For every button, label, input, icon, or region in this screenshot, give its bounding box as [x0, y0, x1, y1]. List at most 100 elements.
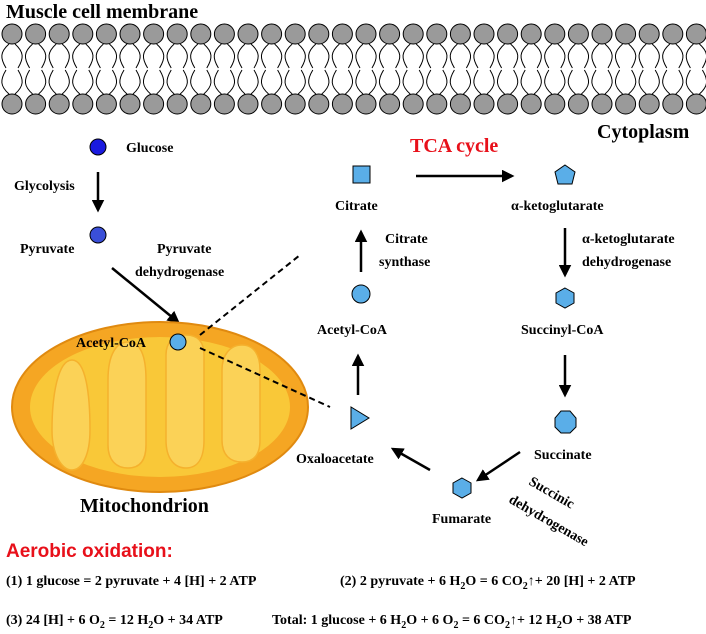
lipid-tail	[119, 69, 128, 95]
lipid-tail	[533, 69, 542, 95]
acetyl-coa-mito-icon	[169, 333, 187, 351]
lipid-tail	[297, 69, 306, 95]
lipid-tail	[449, 69, 458, 95]
lipid-tail	[662, 69, 671, 95]
lipid-head-icon	[662, 93, 684, 115]
lipid-head-icon	[402, 23, 424, 45]
lipid-tail	[331, 69, 340, 95]
lipid-tail	[651, 69, 660, 95]
lipid-tail	[213, 43, 222, 69]
lipid-tail	[321, 43, 330, 69]
lipid-tail	[14, 43, 23, 69]
lipid-head-icon	[520, 23, 542, 45]
lipid-tail	[378, 43, 387, 69]
lipid-head-icon	[95, 23, 117, 45]
pdh-arrow	[111, 267, 180, 324]
oxaloacetate-label: Oxaloacetate	[296, 452, 374, 467]
lipid-tail	[378, 69, 387, 95]
lipid-tail	[486, 43, 495, 69]
lipid-tail	[520, 43, 529, 69]
lipid-head-icon	[284, 23, 306, 45]
lipid-tail	[132, 69, 141, 95]
lipid-head-icon	[449, 93, 471, 115]
lipid-tail	[675, 69, 684, 95]
zoom-line-bottom	[199, 347, 331, 408]
lipid-tail	[496, 43, 505, 69]
lipid-head-icon	[237, 23, 259, 45]
lipid-tail	[544, 43, 553, 69]
lipid-tail	[567, 43, 576, 69]
lipid-tail	[179, 69, 188, 95]
lipid-head-icon	[190, 23, 212, 45]
lipid-tail	[203, 69, 212, 95]
lipid-head-icon	[567, 23, 589, 45]
lipid-tail	[250, 69, 259, 95]
lipid-head-icon	[685, 93, 706, 115]
lipid-head-icon	[638, 93, 660, 115]
lipid-head-icon	[615, 93, 637, 115]
lipid-tail	[85, 43, 94, 69]
lipid-tail	[48, 43, 57, 69]
lipid-tail	[274, 69, 283, 95]
fumarate-icon	[452, 477, 472, 499]
lipid-tail	[95, 69, 104, 95]
lipid-head-icon	[166, 93, 188, 115]
lipid-head-icon	[497, 23, 519, 45]
lipid-tail	[510, 43, 519, 69]
lipid-tail	[591, 43, 600, 69]
cell-membrane-bilayer	[1, 23, 706, 115]
succinate-icon	[554, 410, 577, 434]
lipid-tail	[473, 43, 482, 69]
lipid-head-icon	[544, 23, 566, 45]
lipid-tail	[166, 43, 175, 69]
fumarate-label: Fumarate	[432, 512, 491, 527]
lipid-tail	[463, 69, 472, 95]
lipid-head-icon	[213, 93, 235, 115]
lipid-head-icon	[48, 93, 70, 115]
lipid-tail	[190, 43, 199, 69]
lipid-head-icon	[213, 23, 235, 45]
zoom-line-top	[199, 254, 301, 336]
lipid-tail	[486, 69, 495, 95]
tca-cycle-title: TCA cycle	[410, 135, 498, 157]
lipid-head-icon	[402, 93, 424, 115]
lipid-tail	[250, 43, 259, 69]
lipid-head-icon	[662, 23, 684, 45]
lipid-tail	[604, 43, 613, 69]
lipid-tail	[439, 43, 448, 69]
lipid-tail	[426, 43, 435, 69]
lipid-head-icon	[544, 93, 566, 115]
akg-icon	[554, 164, 576, 185]
lipid-head-icon	[591, 23, 613, 45]
lipid-tail	[402, 69, 411, 95]
lipid-tail	[614, 69, 623, 95]
lipid-tail	[591, 69, 600, 95]
akg-label: α-ketoglutarate	[511, 199, 604, 214]
mitochondrion-title: Mitochondrion	[80, 495, 209, 517]
lipid-tail	[473, 69, 482, 95]
lipid-head-icon	[331, 23, 353, 45]
lipid-tail	[260, 43, 269, 69]
lipid-tail	[581, 43, 590, 69]
lipid-tail	[38, 43, 47, 69]
lipid-tail	[61, 43, 70, 69]
lipid-head-icon	[308, 23, 330, 45]
lipid-tail	[179, 43, 188, 69]
equation-total: Total: 1 glucose + 6 H2O + 6 O2 = 6 CO2↑…	[272, 613, 632, 631]
citrate-icon	[352, 165, 371, 184]
lipid-tail	[426, 69, 435, 95]
lipid-tail	[628, 69, 637, 95]
lipid-tail	[213, 69, 222, 95]
lipid-head-icon	[119, 23, 141, 45]
pdh-label-line1: Pyruvate	[157, 242, 211, 257]
lipid-tail	[61, 69, 70, 95]
lipid-tail	[685, 43, 694, 69]
lipid-head-icon	[426, 23, 448, 45]
lipid-head-icon	[166, 23, 188, 45]
sdh-label-line2: dehydrogenase	[506, 492, 591, 550]
lipid-head-icon	[426, 93, 448, 115]
lipid-head-icon	[284, 93, 306, 115]
lipid-head-icon	[567, 93, 589, 115]
lipid-head-icon	[638, 23, 660, 45]
lipid-head-icon	[497, 93, 519, 115]
